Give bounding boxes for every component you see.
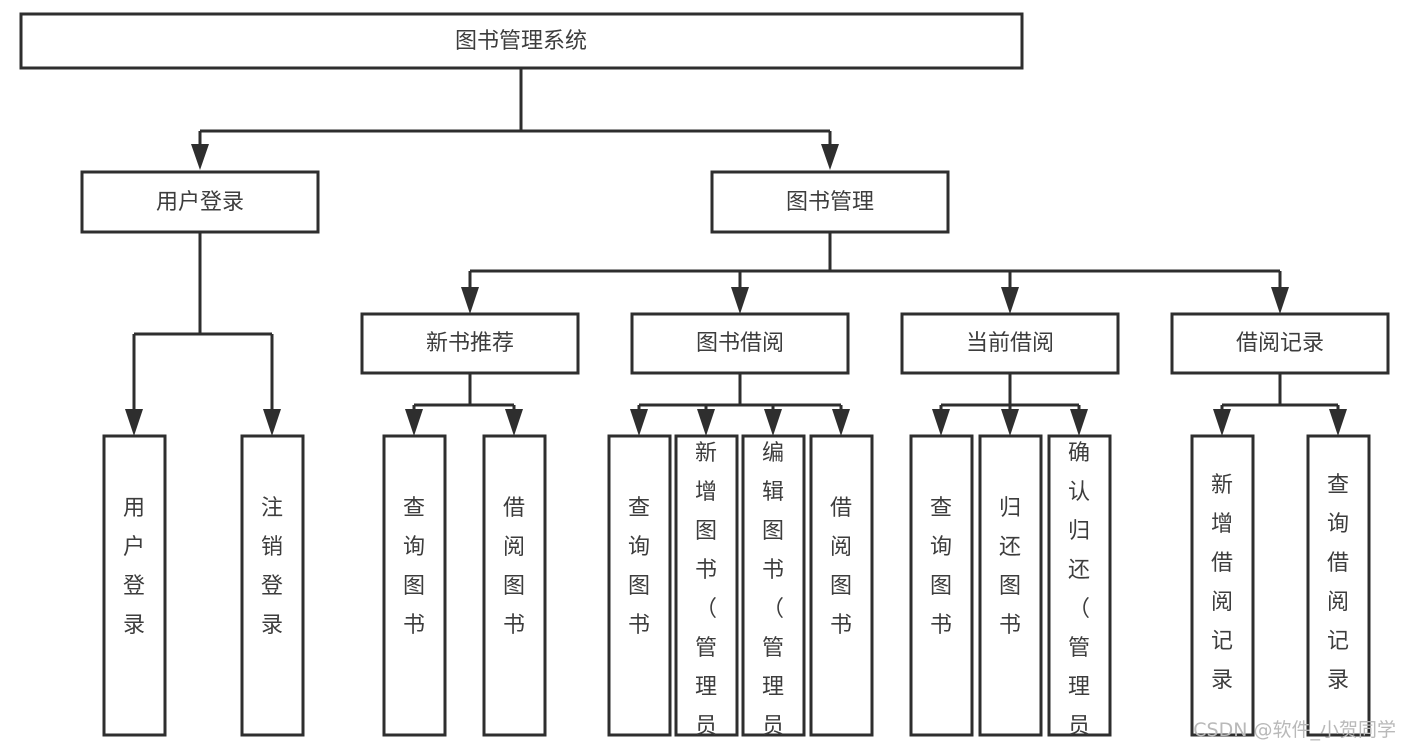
arrow-head-icon [125, 409, 143, 436]
leaf-label: 确认归还（管理员） [1068, 441, 1090, 747]
arrow-head-icon [832, 409, 850, 436]
node-label: 借阅记录 [1236, 331, 1324, 356]
leaf-confirm-return-admin[interactable]: 确认归还（管理员） [1047, 434, 1112, 747]
arrow-head-icon [1070, 409, 1088, 436]
leaf-logout[interactable]: 注销登录 [240, 434, 305, 737]
arrow-head-icon [731, 287, 749, 314]
connector-book-management-to-level3 [461, 232, 1289, 314]
connector-new-book-recommend-to-leaves [405, 373, 523, 436]
node-box [19, 12, 1024, 70]
node-label: 图书管理系统 [455, 29, 587, 54]
arrow-head-icon [1271, 287, 1289, 314]
leaf-user-login[interactable]: 用户登录 [102, 434, 167, 737]
node-root-book-management-system[interactable]: 图书管理系统 [19, 12, 1024, 70]
leaf-label: 查询图书 [403, 496, 425, 638]
node-current-borrow[interactable]: 当前借阅 [900, 312, 1120, 375]
leaf-label: 查询图书 [930, 496, 952, 638]
connector-current-borrow-to-leaves [932, 373, 1088, 436]
node-book-borrow[interactable]: 图书借阅 [630, 312, 850, 375]
leaf-label: 查询借阅记录 [1327, 473, 1349, 693]
arrow-head-icon [764, 409, 782, 436]
arrow-head-icon [932, 409, 950, 436]
node-label: 图书管理 [786, 190, 874, 215]
arrow-head-icon [697, 409, 715, 436]
connector-root-to-level2 [191, 68, 839, 170]
leaf-label: 查询图书 [628, 496, 650, 638]
node-label: 用户登录 [156, 190, 244, 215]
leaf-query-borrow-record[interactable]: 查询借阅记录 [1306, 434, 1371, 737]
leaf-borrow-book-recommend[interactable]: 借阅图书 [482, 434, 547, 737]
connector-borrow-record-to-leaves [1213, 373, 1347, 436]
arrow-head-icon [405, 409, 423, 436]
leaf-box [607, 434, 672, 737]
leaf-box [1047, 434, 1112, 737]
leaf-box [1190, 434, 1255, 737]
node-new-book-recommend[interactable]: 新书推荐 [360, 312, 580, 375]
leaf-box [909, 434, 974, 737]
leaf-box [978, 434, 1043, 737]
leaf-query-book-current[interactable]: 查询图书 [909, 434, 974, 737]
connector-user-login-to-leaves [125, 232, 281, 436]
node-label: 图书借阅 [696, 331, 784, 356]
node-borrow-record[interactable]: 借阅记录 [1170, 312, 1390, 375]
leaf-box [102, 434, 167, 737]
leaf-box [741, 434, 806, 737]
leaf-add-book-admin[interactable]: 新增图书（管理员） [674, 434, 739, 747]
node-book-management[interactable]: 图书管理 [710, 170, 950, 234]
leaf-label: 借阅图书 [830, 496, 852, 638]
leaf-box [482, 434, 547, 737]
node-user-login[interactable]: 用户登录 [80, 170, 320, 234]
leaf-label: 注销登录 [261, 496, 283, 638]
leaf-query-book-recommend[interactable]: 查询图书 [382, 434, 447, 737]
node-label: 当前借阅 [966, 331, 1054, 356]
node-label: 新书推荐 [426, 331, 514, 356]
leaf-label: 新增借阅记录 [1211, 473, 1233, 693]
leaf-box [809, 434, 874, 737]
leaf-label: 编辑图书（管理员） [762, 441, 784, 747]
arrow-head-icon [191, 144, 209, 170]
leaf-return-book[interactable]: 归还图书 [978, 434, 1043, 737]
node-box [360, 312, 580, 375]
leaf-box [1306, 434, 1371, 737]
arrow-head-icon [630, 409, 648, 436]
arrow-head-icon [1213, 409, 1231, 436]
arrow-head-icon [461, 287, 479, 314]
leaf-query-book-borrow[interactable]: 查询图书 [607, 434, 672, 737]
arrow-head-icon [263, 409, 281, 436]
leaf-label: 用户登录 [123, 496, 145, 638]
node-box [80, 170, 320, 234]
leaf-box [382, 434, 447, 737]
leaf-box [240, 434, 305, 737]
node-box [900, 312, 1120, 375]
watermark-label: CSDN @软件_小贺同学 [1193, 719, 1396, 741]
leaf-box [674, 434, 739, 737]
arrow-head-icon [1001, 287, 1019, 314]
arrow-head-icon [1001, 409, 1019, 436]
leaf-label: 新增图书（管理员） [695, 441, 717, 747]
connector-book-borrow-to-leaves [630, 373, 850, 436]
leaf-edit-book-admin[interactable]: 编辑图书（管理员） [741, 434, 806, 747]
leaf-add-borrow-record[interactable]: 新增借阅记录 [1190, 434, 1255, 737]
leaf-borrow-book[interactable]: 借阅图书 [809, 434, 874, 737]
leaf-label: 归还图书 [999, 496, 1021, 638]
arrow-head-icon [505, 409, 523, 436]
arrow-head-icon [1329, 409, 1347, 436]
arrow-head-icon [821, 144, 839, 170]
leaf-label: 借阅图书 [503, 496, 525, 638]
